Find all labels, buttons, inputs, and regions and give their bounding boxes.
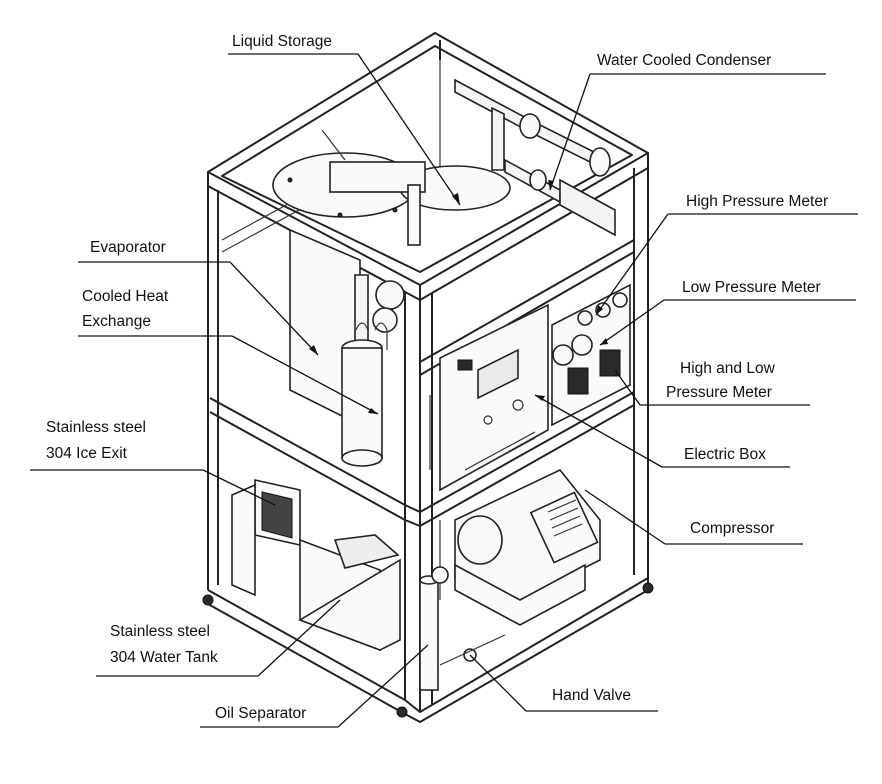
leader-liquid-storage [357, 53, 461, 206]
label-water-tank-line2: 304 Water Tank [110, 649, 218, 666]
leader-low-pressure-meter [599, 299, 665, 346]
leader-water-tank [257, 599, 341, 677]
water-tank [231, 483, 401, 652]
label-high-low-pressure-meter-line2: Pressure Meter [666, 384, 772, 401]
leader-cooled-heat-exchange [231, 335, 379, 415]
label-liquid-storage: Liquid Storage [232, 33, 332, 50]
leader-hand-valve [469, 654, 527, 712]
leader-high-low-pressure-meter [614, 369, 641, 406]
leader-water-cooled-condenser [549, 73, 591, 191]
label-ice-exit-line2: 304 Ice Exit [46, 445, 128, 462]
label-electric-box: Electric Box [684, 446, 766, 463]
label-compressor: Compressor [690, 520, 774, 537]
leader-oil-separator [337, 644, 429, 728]
label-low-pressure-meter: Low Pressure Meter [682, 279, 821, 296]
label-cooled-heat-exchange-line1: Cooled Heat [82, 288, 169, 305]
liquid-storage-tank [272, 129, 511, 246]
meter-panel [551, 283, 631, 427]
ice-exit [254, 479, 301, 546]
leader-evaporator [229, 261, 319, 356]
label-hand-valve: Hand Valve [552, 687, 631, 704]
label-oil-separator: Oil Separator [215, 705, 306, 722]
machine-frame [202, 32, 654, 723]
label-high-pressure-meter: High Pressure Meter [686, 193, 828, 210]
condenser-pipes [454, 78, 616, 237]
oil-separator [419, 575, 439, 691]
cooled-heat-exchanger [341, 322, 388, 467]
electric-box-drawing [429, 303, 549, 492]
leader-ice-exit [202, 469, 276, 506]
label-water-cooled-condenser: Water Cooled Condenser [597, 52, 771, 69]
hand-valve-drawing [439, 634, 506, 666]
leader-compressor [584, 489, 666, 545]
label-cooled-heat-exchange-line2: Exchange [82, 313, 151, 330]
compressor-drawing [431, 469, 601, 626]
label-ice-exit-line1: Stainless steel [46, 419, 146, 436]
label-high-low-pressure-meter-line1: High and Low [680, 360, 776, 377]
label-water-tank-line1: Stainless steel [110, 623, 210, 640]
leader-high-pressure-meter [595, 213, 669, 316]
leader-arrowheads [309, 180, 608, 414]
leader-electric-box [534, 394, 663, 468]
label-evaporator: Evaporator [90, 239, 166, 256]
